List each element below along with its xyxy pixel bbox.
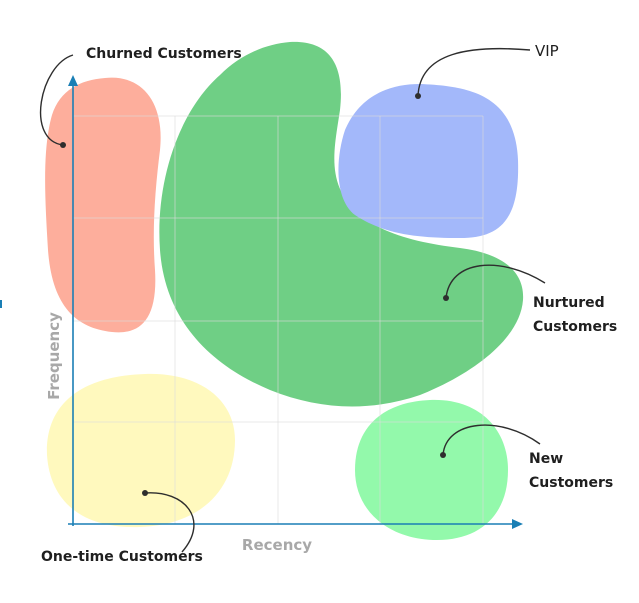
nurtured-label-line2: Customers (533, 319, 617, 335)
new-blob (355, 399, 508, 540)
nurtured-leader (445, 264, 546, 299)
new-label-line2: Customers (529, 475, 613, 491)
nurtured-label-line1: Nurtured (533, 295, 605, 311)
vip-blob (338, 84, 519, 238)
stray-axis-mark (0, 300, 2, 308)
one-time-blob (46, 373, 236, 528)
x-axis-arrow-icon (512, 519, 523, 529)
vip-label: VIP (535, 42, 559, 60)
vip-leader (417, 47, 531, 97)
churned-leader (39, 54, 74, 146)
churned-blob (45, 77, 161, 333)
churned-label: Churned Customers (86, 46, 242, 62)
vip-dot (415, 93, 421, 99)
new-dot (440, 452, 446, 458)
y-axis-label: Frequency (45, 312, 63, 400)
nurtured-dot (443, 295, 449, 301)
one-time-dot (142, 490, 148, 496)
x-axis-label: Recency (242, 536, 312, 554)
churned-dot (60, 142, 66, 148)
axes (0, 75, 523, 529)
one-time-leader (144, 492, 195, 553)
nurtured-blob (159, 41, 524, 407)
new-leader (442, 424, 541, 456)
y-axis-arrow-icon (68, 75, 78, 86)
grid (73, 115, 484, 524)
new-label-line1: New (529, 451, 563, 467)
one-time-label: One-time Customers (41, 549, 203, 565)
